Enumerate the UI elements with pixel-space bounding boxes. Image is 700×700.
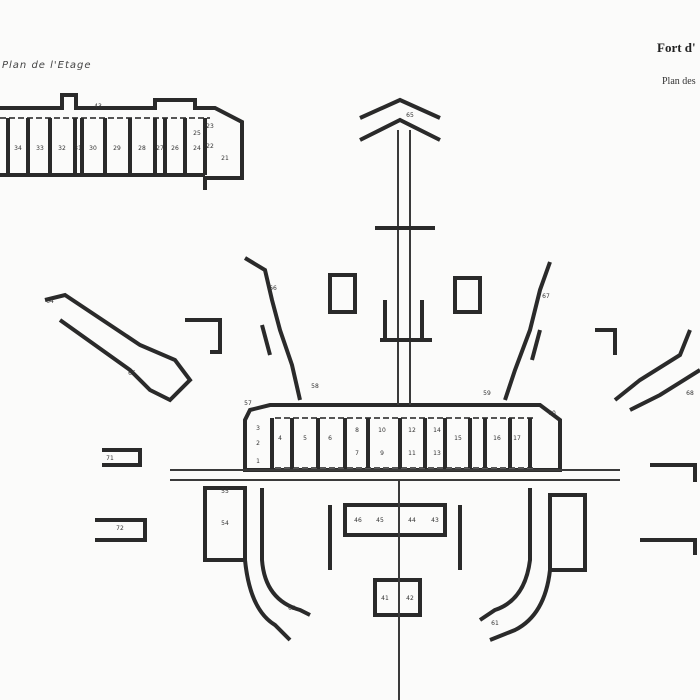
radial-branches: [44, 256, 700, 555]
room-label: 43: [431, 517, 439, 524]
room-label: 14: [433, 427, 441, 434]
room-label: 29: [113, 145, 121, 152]
room-label: 67: [542, 293, 550, 300]
room-label: 2: [256, 440, 260, 447]
room-label: 45: [376, 517, 384, 524]
room-label: 17: [513, 435, 521, 442]
room-label: 16: [493, 435, 501, 442]
room-label: 28: [138, 145, 146, 152]
room-label: 9: [380, 450, 384, 457]
room-label: 65: [128, 370, 136, 377]
room-label: 64: [46, 298, 54, 305]
room-label: 33: [36, 145, 44, 152]
room-label: 4: [278, 435, 282, 442]
room-label: 23: [206, 123, 214, 130]
room-label: 57: [244, 400, 252, 407]
room-label: 34: [14, 145, 22, 152]
room-label: 32: [58, 145, 66, 152]
room-label: 59: [483, 390, 491, 397]
room-label: 24: [193, 145, 201, 152]
room-label: 27: [156, 145, 164, 152]
room-label: 10: [378, 427, 386, 434]
document-subtitle: Plan des: [662, 76, 696, 87]
room-label: 22: [206, 143, 214, 150]
north-gallery: 65: [359, 97, 441, 405]
room-label: 61: [491, 620, 499, 627]
room-label: 55: [221, 488, 229, 495]
room-label: 43: [94, 103, 102, 110]
room-label: 62: [288, 605, 296, 612]
room-label: 54: [221, 520, 229, 527]
room-label: 44: [408, 517, 416, 524]
room-label: 58: [311, 383, 319, 390]
room-label: 13: [433, 450, 441, 457]
room-label: 41: [381, 595, 389, 602]
room-label: 3: [256, 425, 260, 432]
room-label: 46: [354, 517, 362, 524]
room-label: 6: [328, 435, 332, 442]
room-label: 30: [89, 145, 97, 152]
room-label: 25: [193, 130, 201, 137]
room-label: 72: [116, 525, 124, 532]
room-label: 8: [355, 427, 359, 434]
room-label: 1: [256, 458, 260, 465]
document-title: Fort d': [657, 40, 696, 55]
room-label: 66: [269, 285, 277, 292]
upper-floor-title: Plan de l'Etage: [2, 60, 92, 71]
room-label: 65: [406, 112, 414, 119]
room-label: 11: [408, 450, 416, 457]
room-label: 7: [355, 450, 359, 457]
room-label: 26: [171, 145, 179, 152]
room-label: 5: [303, 435, 307, 442]
room-label: 60: [548, 410, 556, 417]
room-label: 15: [454, 435, 462, 442]
room-label: 31: [74, 145, 82, 152]
room-label: 68: [686, 390, 694, 397]
upper-floor-plan: 34 33 32 31 30 29 28 27 26 25 24 23 22 21 43: [0, 93, 244, 190]
room-label: 12: [408, 427, 416, 434]
room-label: 71: [106, 455, 114, 462]
room-label: 42: [406, 595, 414, 602]
room-label: 21: [221, 155, 229, 162]
